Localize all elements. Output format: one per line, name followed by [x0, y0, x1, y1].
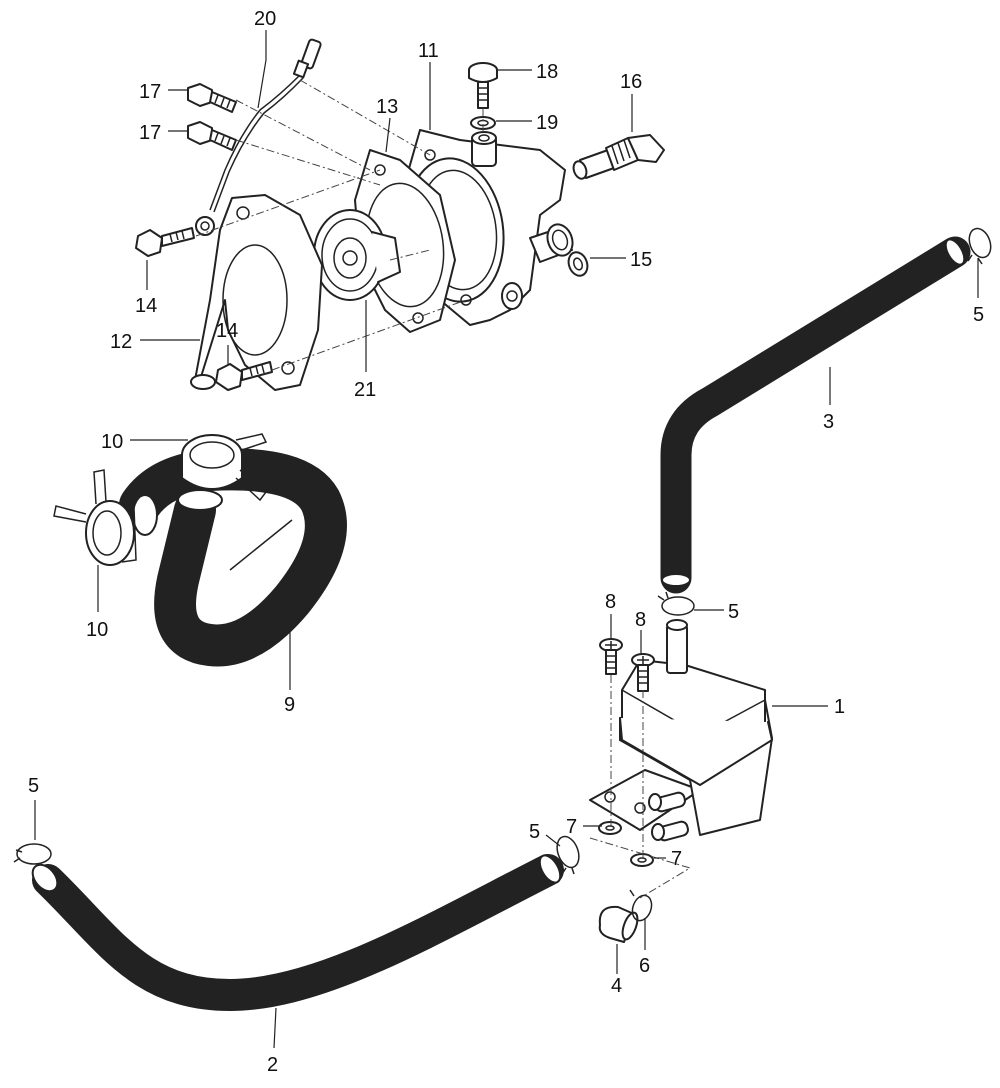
callout-15: 15	[630, 249, 652, 271]
washer-7-lower	[630, 853, 654, 867]
o-ring-15	[567, 251, 589, 277]
callout-3: 3	[823, 411, 834, 433]
callout-5-bottom-right: 5	[529, 821, 540, 843]
bolt-14-left	[135, 227, 195, 257]
clip-6	[629, 889, 653, 922]
thermostat-21	[313, 209, 401, 301]
callout-7-lower: 7	[671, 848, 682, 870]
screw-8-left	[599, 638, 623, 675]
coolant-tank-1	[589, 619, 773, 842]
hose-3	[660, 236, 971, 594]
callout-8-right: 8	[635, 609, 646, 631]
washer-7-upper	[598, 821, 622, 835]
callout-14-left: 14	[135, 295, 157, 317]
bolt-17-lower	[187, 121, 237, 151]
sensor-wire-20	[195, 38, 322, 236]
callout-13: 13	[376, 96, 398, 118]
callout-11: 11	[418, 40, 439, 62]
hose-clamp-top-right	[967, 227, 992, 265]
hose-clamp-mid-right	[657, 591, 695, 616]
callout-5-bottom-left: 5	[28, 775, 39, 797]
hose-2	[31, 854, 564, 1011]
hose-9	[119, 448, 347, 667]
callout-6: 6	[639, 955, 650, 977]
callout-1: 1	[834, 696, 845, 718]
cap-4	[598, 905, 639, 943]
bolt-17-upper	[187, 83, 237, 113]
temperature-sensor-16	[572, 134, 665, 180]
callout-20: 20	[254, 8, 276, 30]
callout-10-upper: 10	[101, 431, 123, 453]
callout-5-mid-right: 5	[728, 601, 739, 623]
callout-2: 2	[267, 1054, 278, 1076]
thermostat-cover-12	[190, 194, 323, 391]
callout-8-left: 8	[605, 591, 616, 613]
callout-12: 12	[110, 331, 132, 353]
callout-18: 18	[536, 61, 558, 83]
callout-4: 4	[611, 975, 622, 997]
bolt-18	[468, 62, 498, 109]
hose-clamp-bottom-left	[13, 843, 52, 865]
callout-14-lower: 14	[216, 320, 238, 342]
callout-7-upper: 7	[566, 816, 577, 838]
callout-19: 19	[536, 112, 558, 134]
callout-9: 9	[284, 694, 295, 716]
hose-clamp-10-lower	[53, 469, 137, 566]
hose-clamp-bottom-right	[556, 835, 580, 875]
callout-17-lower: 17	[139, 122, 161, 144]
bolt-14-lower	[215, 361, 273, 391]
callout-16: 16	[620, 71, 642, 93]
callout-17-upper: 17	[139, 81, 161, 103]
callout-10-lower: 10	[86, 619, 108, 641]
leader-lines	[34, 30, 979, 1049]
hose-clamp-10-upper	[181, 433, 268, 502]
callout-5-top-right: 5	[973, 304, 984, 326]
callout-21: 21	[354, 379, 376, 401]
